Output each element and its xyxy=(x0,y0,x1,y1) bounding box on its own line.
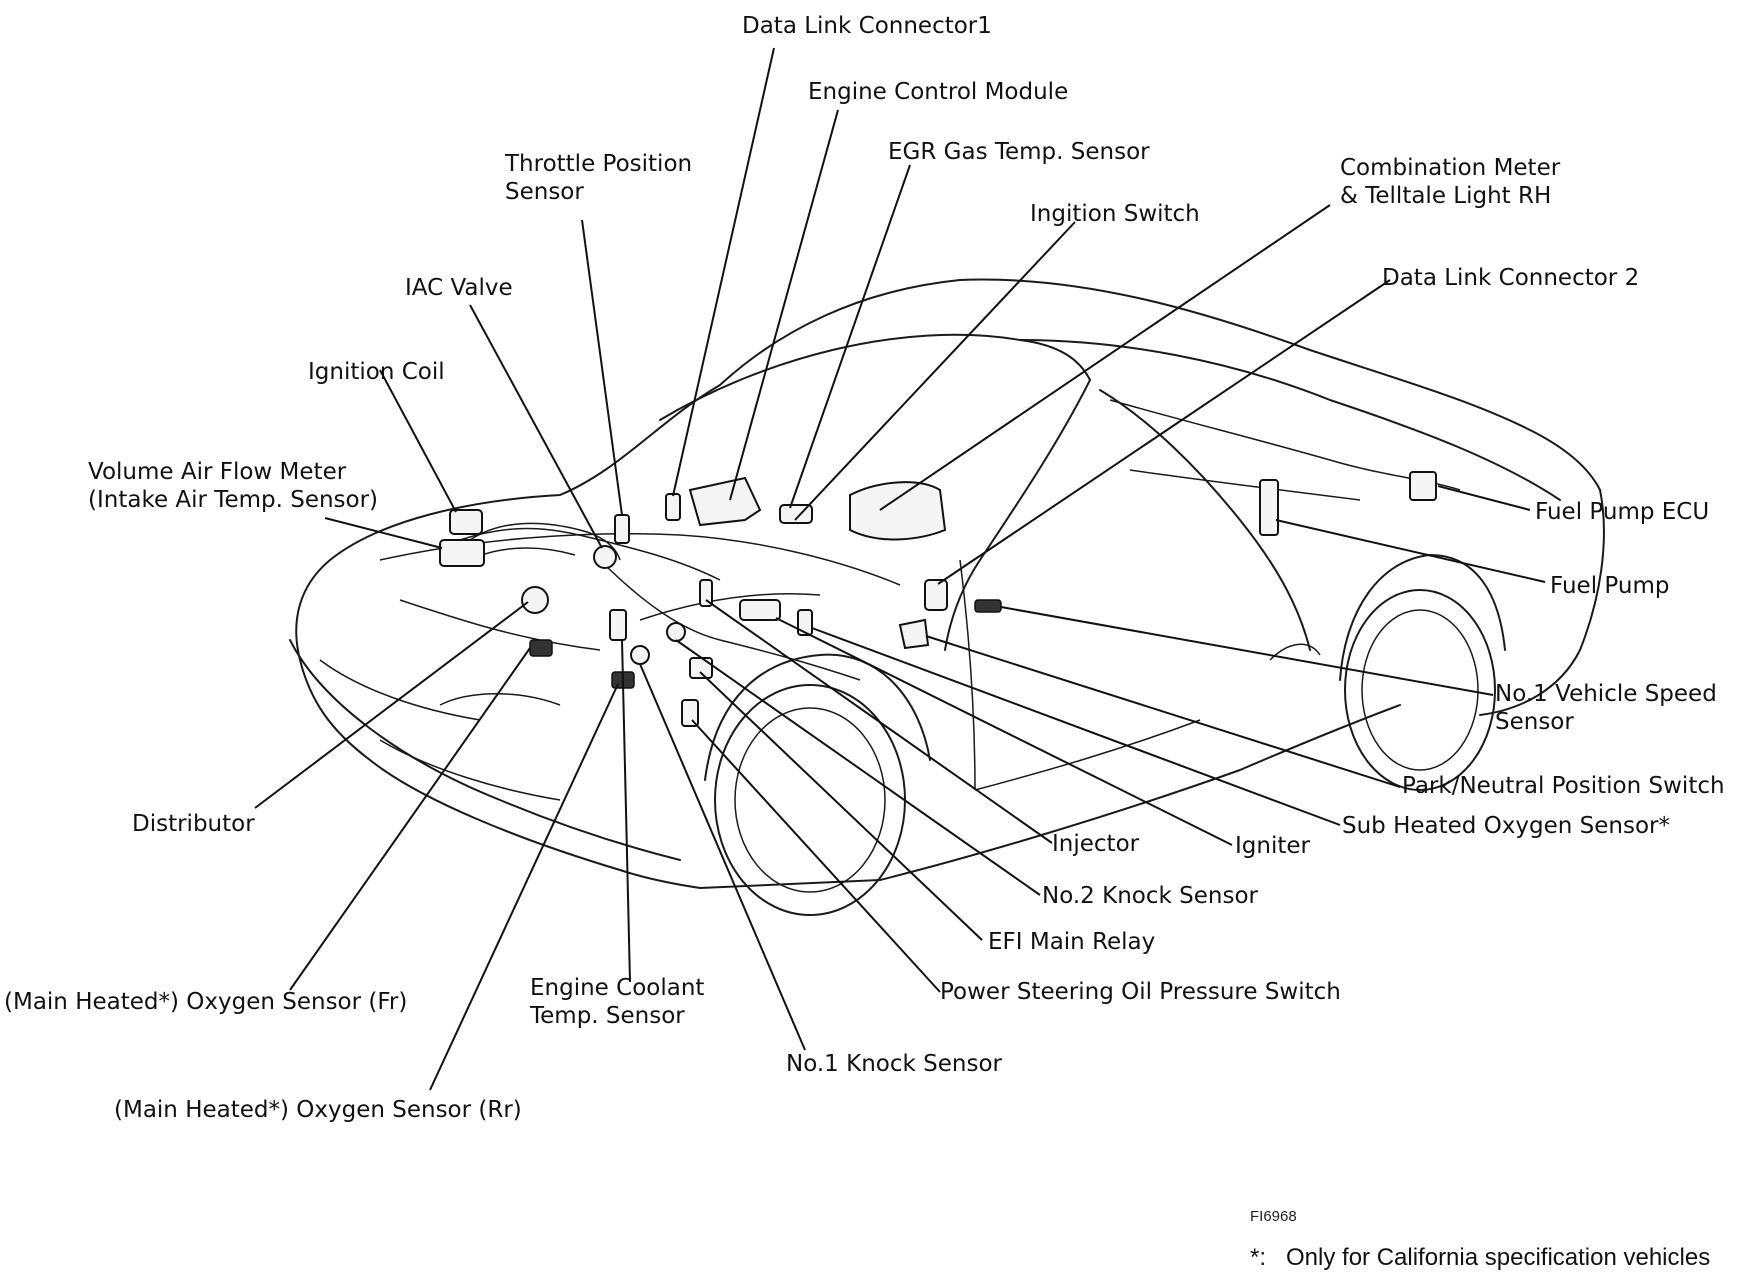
leader-igniter xyxy=(775,617,1233,846)
label-efi-main-relay: EFI Main Relay xyxy=(988,929,1156,955)
leader-ecm xyxy=(729,109,839,501)
knock-sensor-1-part xyxy=(630,645,650,665)
fuel-pump-ecu-part xyxy=(1409,471,1437,501)
distributor-part xyxy=(521,586,549,614)
label-fuel-pump: Fuel Pump xyxy=(1550,573,1670,599)
iac-valve-part xyxy=(593,545,617,569)
coolant-sensor-part xyxy=(609,609,627,641)
label-park-neutral-position-switch: Park/Neutral Position Switch xyxy=(1402,773,1725,799)
leader-ps-switch xyxy=(691,719,941,993)
leader-coolant xyxy=(621,639,631,983)
leader-vss xyxy=(1000,606,1494,696)
leader-sub-o2 xyxy=(811,627,1341,826)
label-engine-control-module: Engine Control Module xyxy=(808,79,1069,105)
label-injector: Injector xyxy=(1052,831,1140,857)
leader-ignition-switch xyxy=(794,221,1076,521)
label-data-link-connector-1: Data Link Connector1 xyxy=(742,13,992,39)
label-iac-valve: IAC Valve xyxy=(405,275,513,301)
leader-ignition-coil xyxy=(379,369,457,513)
ps-switch-part xyxy=(681,699,699,727)
igniter-part xyxy=(739,599,781,621)
label-no1-knock-sensor: No.1 Knock Sensor xyxy=(786,1051,1002,1077)
vehicle-speed-sensor-part xyxy=(974,599,1002,613)
ignition-coil-part xyxy=(449,509,483,535)
fuel-pump-part xyxy=(1259,479,1279,536)
efi-relay-part xyxy=(689,657,713,679)
ecm-part xyxy=(688,476,762,527)
leader-fuel-pump xyxy=(1275,519,1546,583)
label-throttle-position-sensor: Throttle Position Sensor xyxy=(505,151,693,205)
figure-code: FI6968 xyxy=(1250,1208,1297,1225)
label-main-oxygen-sensor-fr: (Main Heated*) Oxygen Sensor (Fr) xyxy=(4,989,408,1015)
component-glyphs xyxy=(439,471,1437,727)
leader-distributor xyxy=(254,601,529,809)
leader-dlc1 xyxy=(672,47,775,497)
label-fuel-pump-ecu: Fuel Pump ECU xyxy=(1535,499,1710,525)
label-no1-vehicle-speed-sensor: No.1 Vehicle Speed Sensor xyxy=(1495,681,1717,735)
sub-o2-sensor-part xyxy=(797,609,813,636)
label-main-oxygen-sensor-rr: (Main Heated*) Oxygen Sensor (Rr) xyxy=(114,1097,522,1123)
throttle-sensor-part xyxy=(614,514,630,544)
air-flow-meter-part xyxy=(439,539,485,567)
label-ignition-switch: Ingition Switch xyxy=(1030,201,1200,227)
label-combination-meter: Combination Meter & Telltale Light RH xyxy=(1340,155,1561,209)
leader-pnp xyxy=(925,635,1401,788)
combination-meter-part xyxy=(849,481,947,541)
dlc1-part xyxy=(665,493,681,521)
leader-o2-fr xyxy=(289,647,531,991)
leader-lines xyxy=(254,47,1546,1091)
label-engine-coolant-temp-sensor: Engine Coolant Temp. Sensor xyxy=(530,975,705,1029)
label-sub-heated-oxygen-sensor: Sub Heated Oxygen Sensor* xyxy=(1342,813,1671,839)
pnp-switch-part xyxy=(898,618,930,650)
label-power-steering-switch: Power Steering Oil Pressure Switch xyxy=(940,979,1341,1005)
label-egr-gas-temp-sensor: EGR Gas Temp. Sensor xyxy=(888,139,1150,165)
leader-iac xyxy=(469,304,603,549)
leader-dlc2 xyxy=(937,279,1391,585)
leader-afm xyxy=(324,517,443,549)
ignition-switch-part xyxy=(924,579,948,611)
leader-injector xyxy=(705,599,1053,844)
label-data-link-connector-2: Data Link Connector 2 xyxy=(1382,265,1640,291)
footnote: *: Only for California specification veh… xyxy=(1250,1244,1711,1271)
label-igniter: Igniter xyxy=(1235,833,1310,859)
leader-egr xyxy=(789,164,911,509)
leader-fuel-pump-ecu xyxy=(1437,485,1531,511)
injector-part xyxy=(699,579,713,607)
leader-knock-1 xyxy=(639,663,806,1051)
leader-o2-rr xyxy=(429,683,619,1091)
label-ignition-coil: Ignition Coil xyxy=(308,359,445,385)
label-distributor: Distributor xyxy=(132,811,255,837)
label-volume-air-flow-meter: Volume Air Flow Meter (Intake Air Temp. … xyxy=(88,459,379,513)
leader-tps xyxy=(581,219,623,516)
leader-combination-meter xyxy=(879,204,1331,511)
leader-knock-2 xyxy=(675,639,1041,896)
knock-sensor-2-part xyxy=(666,622,686,642)
oxygen-sensor-fr-part xyxy=(529,639,553,657)
leader-efi-relay xyxy=(699,671,983,941)
label-no2-knock-sensor: No.2 Knock Sensor xyxy=(1042,883,1258,909)
